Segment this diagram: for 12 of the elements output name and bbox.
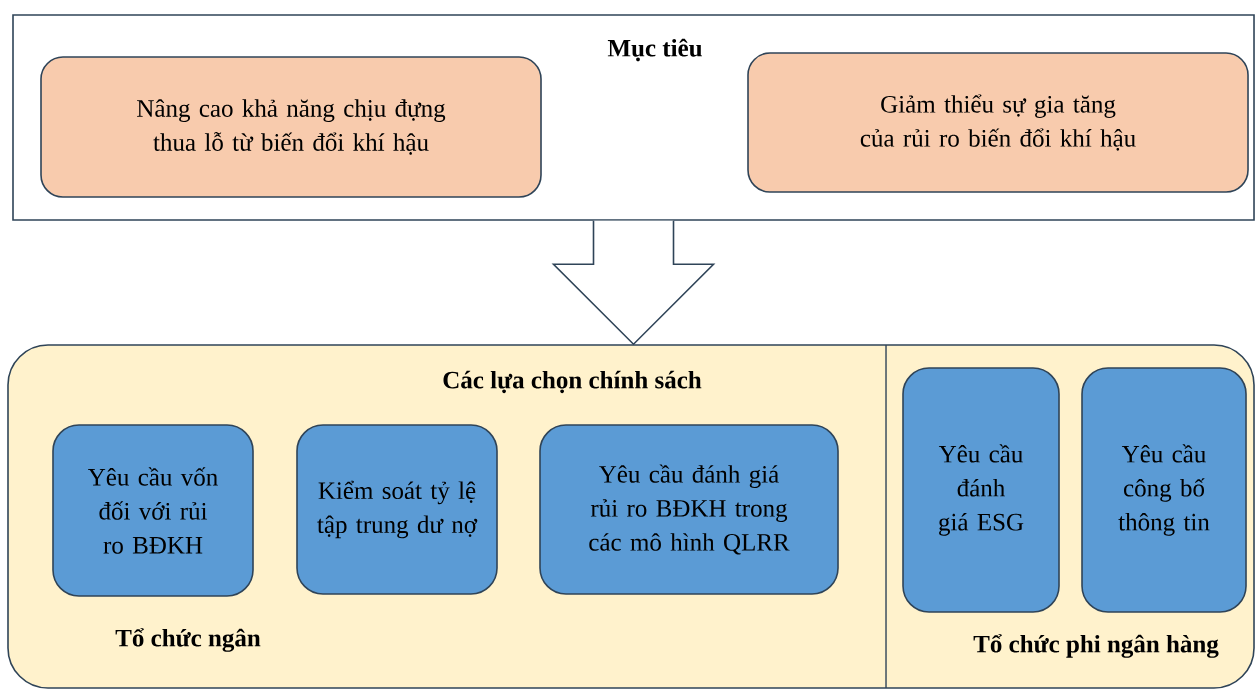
goal-box: Giảm thiểu sự gia tăng của rủi ro biến đổi khí hậu	[747, 52, 1249, 193]
block-arrow	[551, 220, 716, 346]
section-label: Tổ chức phi ngân hàng	[973, 634, 1219, 658]
policy-box: Yêu cầu vốn đối với rủi ro BĐKH	[52, 424, 254, 597]
policy-box: Yêu cầu công bố thông tin	[1081, 367, 1247, 613]
goal-box: Nâng cao khả năng chịu đựng thua lỗ từ biến đổi khí hậu	[40, 56, 542, 198]
heading: Mục tiêu	[607, 38, 702, 62]
policy-box: Yêu cầu đánh giá rủi ro BĐKH trong các mô hình QLRR	[539, 424, 839, 595]
heading: Các lựa chọn chính sách	[443, 370, 702, 394]
policy-box: Kiểm soát tỷ lệ tập trung dư nợ	[296, 424, 498, 595]
section-label: Tổ chức ngân	[115, 628, 261, 652]
policy-box: Yêu cầu đánh giá ESG	[902, 367, 1060, 613]
